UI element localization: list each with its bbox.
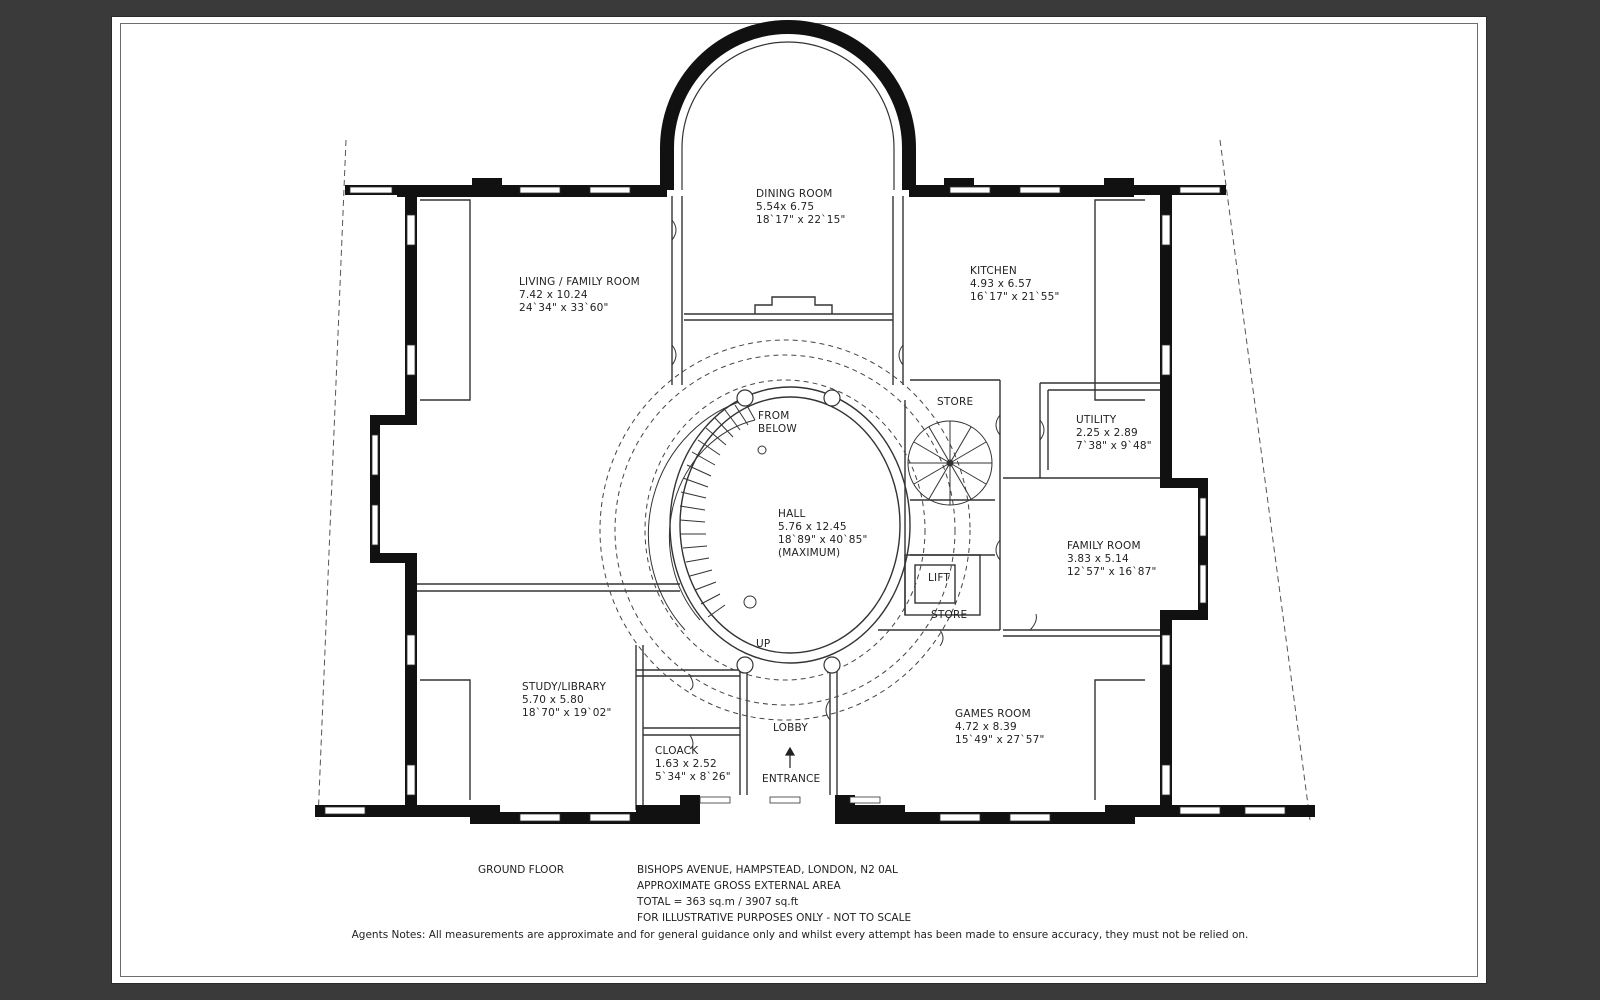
dining-apse-wall [660,20,916,190]
room-hall-note: (MAXIMUM) [778,547,841,559]
room-games: GAMES ROOM 4.72 x 8.39 15`49" x 27`57" [955,708,1045,747]
room-dining-metric: 5.54x 6.75 [756,201,815,213]
label-from: FROM [758,410,790,422]
spiral-stair [907,420,993,506]
entrance-arrow-icon [784,746,796,768]
door-swings [671,219,1045,750]
room-living-imperial: 24`34" x 33`60" [519,302,609,314]
label-store-bottom: STORE [931,609,968,621]
room-utility: UTILITY 2.25 x 2.89 7`38" x 9`48" [1076,414,1152,453]
label-lobby: LOBBY [773,722,808,734]
room-living: LIVING / FAMILY ROOM 7.42 x 10.24 24`34"… [519,276,640,315]
room-cloack-metric: 1.63 x 2.52 [655,758,717,770]
main-staircase [647,399,767,631]
label-up: UP [756,638,771,650]
room-study: STUDY/LIBRARY 5.70 x 5.80 18`70" x 19`02… [522,681,612,720]
hall-columns [736,389,841,674]
room-dining-imperial: 18`17" x 22`15" [756,214,846,226]
room-study-metric: 5.70 x 5.80 [522,694,584,706]
property-address: BISHOPS AVENUE, HAMPSTEAD, LONDON, N2 0A… [637,864,898,876]
label-entrance: ENTRANCE [762,773,821,785]
label-lift: LIFT [928,572,951,584]
room-hall-imperial: 18`89" x 40`85" [778,534,868,546]
room-kitchen-imperial: 16`17" x 21`55" [970,291,1060,303]
label-from-below: FROM BELOW [758,410,797,436]
room-living-metric: 7.42 x 10.24 [519,289,588,301]
room-games-imperial: 15`49" x 27`57" [955,734,1045,746]
room-living-name: LIVING / FAMILY ROOM [519,276,640,288]
interior-walls [417,196,1160,810]
room-hall-name: HALL [778,508,806,520]
room-family-name: FAMILY ROOM [1067,540,1141,552]
room-hall-metric: 5.76 x 12.45 [778,521,847,533]
floor-plan-sheet [111,16,1487,984]
property-info: BISHOPS AVENUE, HAMPSTEAD, LONDON, N2 0A… [637,862,911,926]
exterior-walls [315,178,1315,824]
room-cloack-name: CLOACK [655,745,699,757]
room-hall: HALL 5.76 x 12.45 18`89" x 40`85" (MAXIM… [778,508,868,560]
room-kitchen-name: KITCHEN [970,265,1017,277]
room-family-metric: 3.83 x 5.14 [1067,553,1129,565]
room-family: FAMILY ROOM 3.83 x 5.14 12`57" x 16`87" [1067,540,1157,579]
room-kitchen-metric: 4.93 x 6.57 [970,278,1032,290]
room-utility-name: UTILITY [1076,414,1117,426]
room-utility-imperial: 7`38" x 9`48" [1076,440,1152,452]
room-kitchen: KITCHEN 4.93 x 6.57 16`17" x 21`55" [970,265,1060,304]
room-cloack-imperial: 5`34" x 8`26" [655,771,731,783]
room-study-imperial: 18`70" x 19`02" [522,707,612,719]
label-store-top: STORE [937,396,974,408]
room-family-imperial: 12`57" x 16`87" [1067,566,1157,578]
room-cloack: CLOACK 1.63 x 2.52 5`34" x 8`26" [655,745,731,784]
room-study-name: STUDY/LIBRARY [522,681,607,693]
scale-disclaimer: FOR ILLUSTRATIVE PURPOSES ONLY - NOT TO … [637,912,912,924]
label-below: BELOW [758,423,797,435]
area-title: APPROXIMATE GROSS EXTERNAL AREA [637,880,841,892]
room-utility-metric: 2.25 x 2.89 [1076,427,1138,439]
area-total: TOTAL = 363 sq.m / 3907 sq.ft [637,896,799,908]
site-boundary-lines [317,139,1311,821]
room-dining: DINING ROOM 5.54x 6.75 18`17" x 22`15" [756,188,846,227]
room-games-metric: 4.72 x 8.39 [955,721,1017,733]
floor-name: GROUND FLOOR [478,864,564,876]
room-dining-name: DINING ROOM [756,188,833,200]
ceiling-dome-outlines [599,339,971,721]
windows [324,186,1286,822]
agents-notes: Agents Notes: All measurements are appro… [351,929,1249,941]
room-games-name: GAMES ROOM [955,708,1031,720]
